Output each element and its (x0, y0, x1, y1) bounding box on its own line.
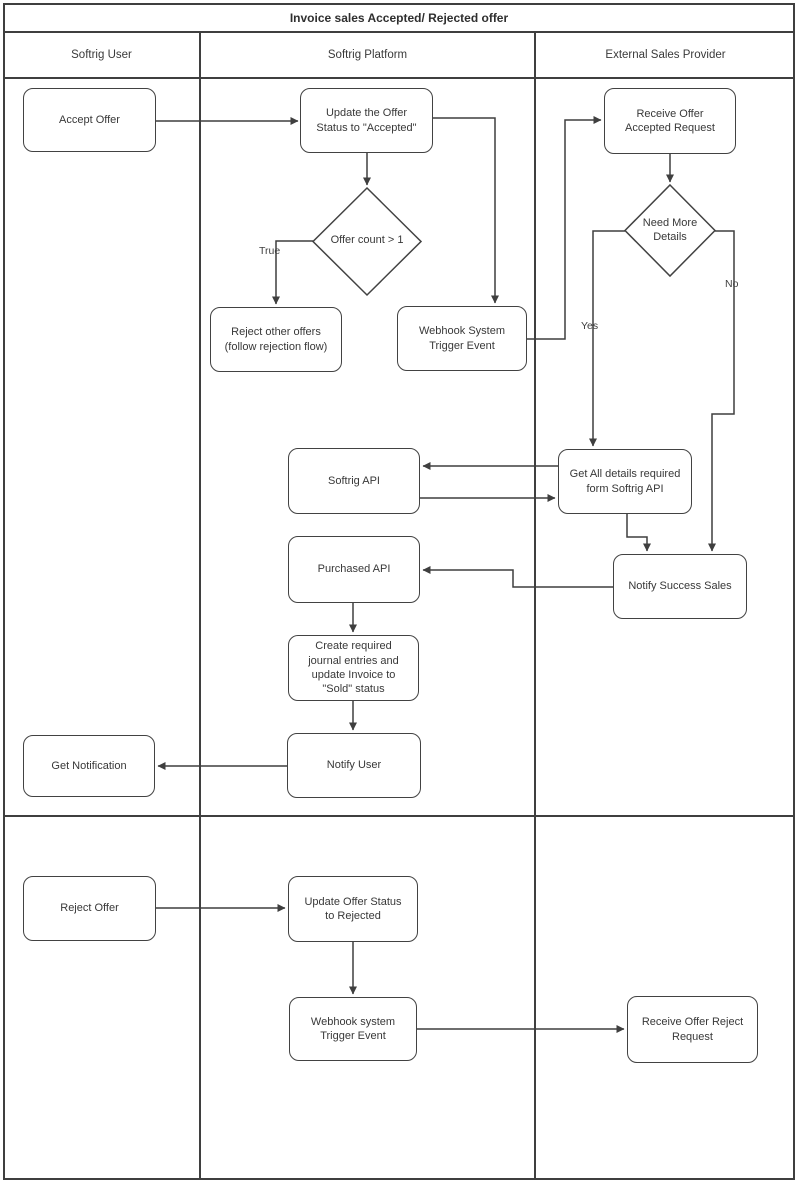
title-divider-line (3, 31, 795, 33)
diagram-title: Invoice sales Accepted/ Rejected offer (289, 11, 509, 25)
lane-divider-2 (534, 33, 536, 1180)
node-webhook-system-trigger-2: Webhook system Trigger Event (289, 997, 417, 1061)
node-create-journal-entries: Create required journal entries and upda… (288, 635, 419, 701)
node-update-offer-rejected: Update Offer Status to Rejected (288, 876, 418, 942)
header-divider-line (3, 77, 795, 79)
node-update-offer-accepted: Update the Offer Status to "Accepted" (300, 88, 433, 153)
node-softrig-api-label: Softrig API (328, 474, 380, 487)
node-purchased-api: Purchased API (288, 536, 420, 603)
node-webhook-system-trigger: Webhook System Trigger Event (397, 306, 527, 371)
edge-label-true: True (259, 245, 281, 257)
node-notify-success-sales: Notify Success Sales (613, 554, 747, 619)
node-webhook-system-trigger-2-label: Webhook system Trigger Event (310, 1015, 396, 1042)
node-notify-user: Notify User (287, 733, 421, 798)
node-accept-offer-label: Accept Offer (59, 113, 120, 126)
diagram-outer-border (3, 3, 795, 1180)
node-receive-offer-reject: Receive Offer Reject Request (627, 996, 758, 1063)
node-receive-offer-accepted: Receive Offer Accepted Request (604, 88, 736, 154)
node-get-all-details: Get All details required form Softrig AP… (558, 449, 692, 514)
node-reject-offer: Reject Offer (23, 876, 156, 941)
decision-offer-count-label: Offer count > 1 (330, 234, 404, 247)
edge-label-yes: Yes (581, 320, 599, 332)
node-notify-success-sales-label: Notify Success Sales (628, 580, 732, 593)
edge-label-no: No (725, 278, 739, 290)
lane-header-softrig-platform: Softrig Platform (327, 49, 408, 61)
node-purchased-api-label: Purchased API (317, 563, 391, 576)
node-reject-other-offers-label: Reject other offers (follow rejection fl… (224, 326, 328, 353)
node-receive-offer-accepted-label: Receive Offer Accepted Request (625, 107, 715, 134)
node-reject-offer-label: Reject Offer (60, 902, 119, 915)
lane-header-external-sales-provider: External Sales Provider (605, 49, 726, 61)
node-get-notification: Get Notification (23, 735, 155, 797)
lane-divider-1 (199, 33, 201, 1180)
node-webhook-system-trigger-label: Webhook System Trigger Event (418, 325, 505, 352)
node-reject-other-offers: Reject other offers (follow rejection fl… (210, 307, 342, 372)
node-receive-offer-reject-label: Receive Offer Reject Request (641, 1016, 744, 1043)
node-get-notification-label: Get Notification (51, 759, 127, 772)
node-accept-offer: Accept Offer (23, 88, 156, 152)
lane-header-softrig-user: Softrig User (71, 49, 132, 61)
decision-need-more-details-label: Need More Details (642, 217, 698, 243)
node-softrig-api: Softrig API (288, 448, 420, 514)
node-update-offer-accepted-label: Update the Offer Status to "Accepted" (316, 107, 417, 134)
node-update-offer-rejected-label: Update Offer Status to Rejected (304, 895, 402, 922)
node-notify-user-label: Notify User (326, 759, 382, 772)
node-get-all-details-label: Get All details required form Softrig AP… (569, 468, 681, 495)
node-create-journal-entries-label: Create required journal entries and upda… (308, 640, 399, 696)
section-divider-line (3, 815, 795, 817)
